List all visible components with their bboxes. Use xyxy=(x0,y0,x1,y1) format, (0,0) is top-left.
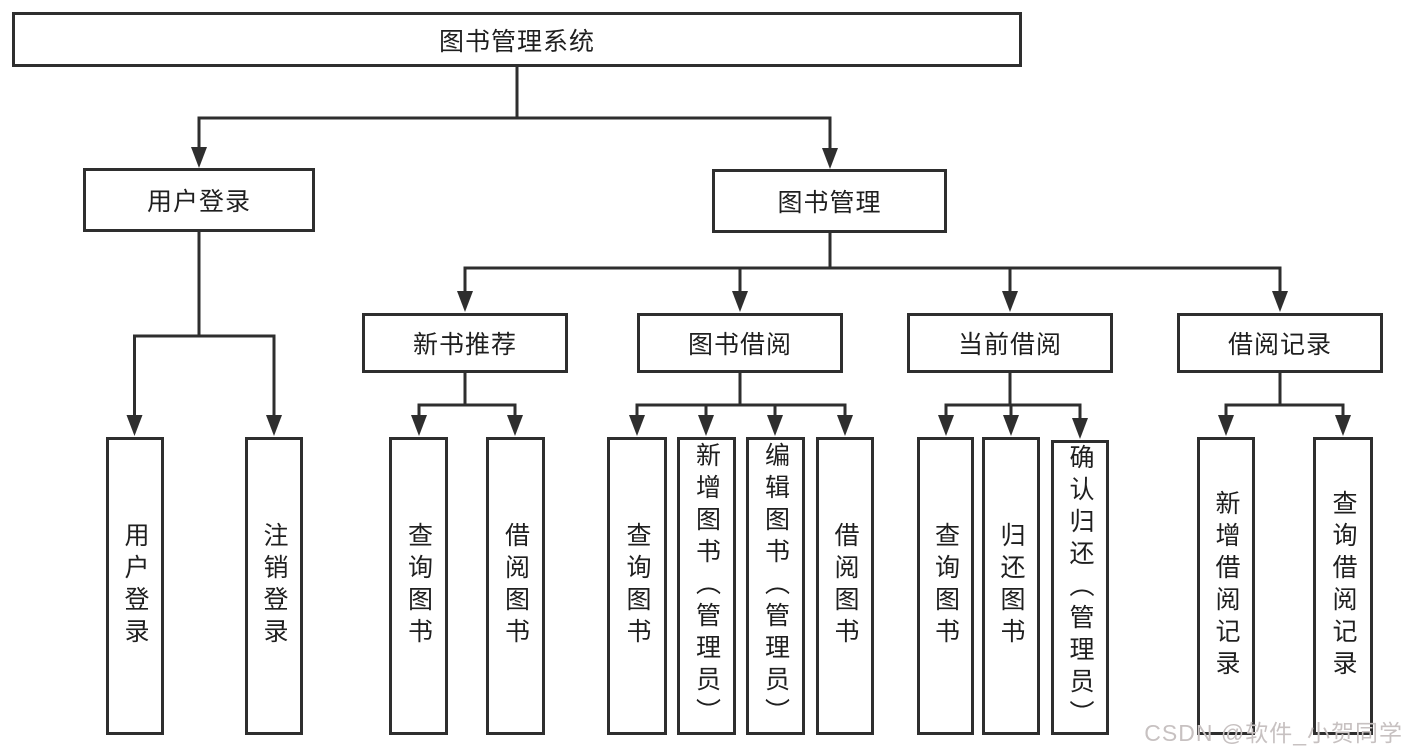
leaf-query-book-current: 查询图书 xyxy=(917,437,974,735)
leaf-edit-book-admin: 编辑图书（管理员） xyxy=(746,437,805,735)
leaf-add-book-admin: 新增图书（管理员） xyxy=(677,437,736,735)
leaf-user-login: 用户登录 xyxy=(106,437,164,735)
leaf-logout-login: 注销登录 xyxy=(245,437,303,735)
node-root-system: 图书管理系统 xyxy=(12,12,1022,67)
leaf-query-book-recommend: 查询图书 xyxy=(389,437,448,735)
leaf-borrow-book-recommend: 借阅图书 xyxy=(486,437,545,735)
leaf-borrow-book: 借阅图书 xyxy=(816,437,874,735)
leaf-query-borrow-record: 查询借阅记录 xyxy=(1313,437,1373,735)
node-current-borrow: 当前借阅 xyxy=(907,313,1113,373)
csdn-watermark: CSDN @软件_小贺同学 xyxy=(1144,720,1403,746)
leaf-confirm-return-admin: 确认归还（管理员） xyxy=(1051,440,1109,735)
leaf-query-book-borrow: 查询图书 xyxy=(607,437,667,735)
leaf-return-book: 归还图书 xyxy=(982,437,1040,735)
node-borrow-records: 借阅记录 xyxy=(1177,313,1383,373)
node-book-management: 图书管理 xyxy=(712,169,947,233)
leaf-add-borrow-record: 新增借阅记录 xyxy=(1197,437,1255,735)
node-new-book-recommend: 新书推荐 xyxy=(362,313,568,373)
node-book-borrow: 图书借阅 xyxy=(637,313,843,373)
node-user-login: 用户登录 xyxy=(83,168,315,232)
